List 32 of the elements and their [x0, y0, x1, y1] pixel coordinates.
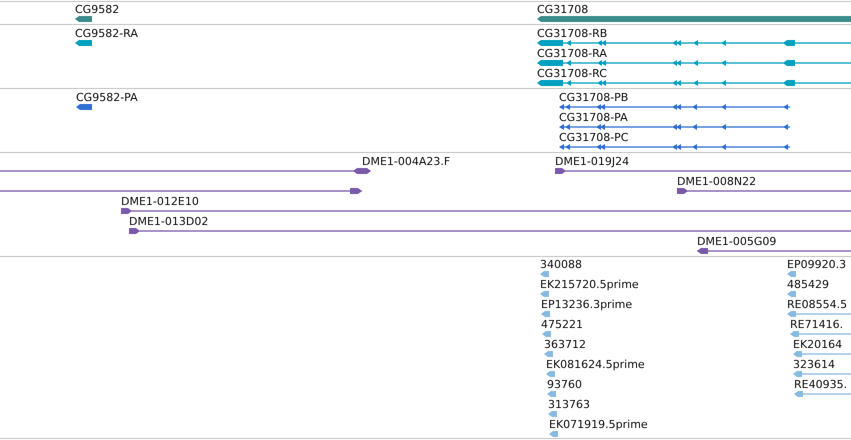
- feature-label: RE71416.: [790, 318, 844, 331]
- feature-label: CG9582: [75, 3, 120, 16]
- feature-label: EK081624.5prime: [546, 358, 645, 371]
- feature-label: DME1-013D02: [129, 215, 208, 228]
- feature-label: CG31708: [537, 3, 588, 16]
- feature-label: CG31708-PC: [559, 131, 628, 144]
- feature-label: 313763: [548, 398, 590, 411]
- feature-label: RE08554.5: [787, 298, 848, 311]
- feature-label: RE40935.: [794, 378, 848, 391]
- feature-label: CG31708-RB: [537, 27, 608, 40]
- feature-label: CG9582-RA: [75, 27, 138, 40]
- feature-label: CG31708-RC: [537, 67, 607, 80]
- feature-label: 93760: [547, 378, 582, 391]
- feature-label: DME1-012E10: [121, 195, 199, 208]
- feature-label: EP13236.3prime: [541, 298, 632, 311]
- feature-label: 323614: [793, 358, 835, 371]
- feature-label: EK071919.5prime: [549, 418, 648, 431]
- feature-label: DME1-008N22: [677, 175, 756, 188]
- feature-label: DME1-004A23.F: [362, 155, 450, 168]
- feature-label: EP09920.3: [787, 258, 846, 271]
- feature-label: DME1-019J24: [555, 155, 630, 168]
- feature-label: 485429: [787, 278, 829, 291]
- feature-label: CG31708-PA: [559, 111, 628, 124]
- feature-label: CG31708-PB: [559, 91, 628, 104]
- feature-label: EK215720.5prime: [540, 278, 639, 291]
- feature-label: 340088: [540, 258, 582, 271]
- feature-label: EK20164: [793, 338, 842, 351]
- feature-label: DME1-005G09: [697, 235, 776, 248]
- feature-label: CG9582-PA: [76, 91, 138, 104]
- feature-label: 475221: [541, 318, 583, 331]
- feature-label: 363712: [544, 338, 586, 351]
- feature-label: CG31708-RA: [537, 47, 607, 60]
